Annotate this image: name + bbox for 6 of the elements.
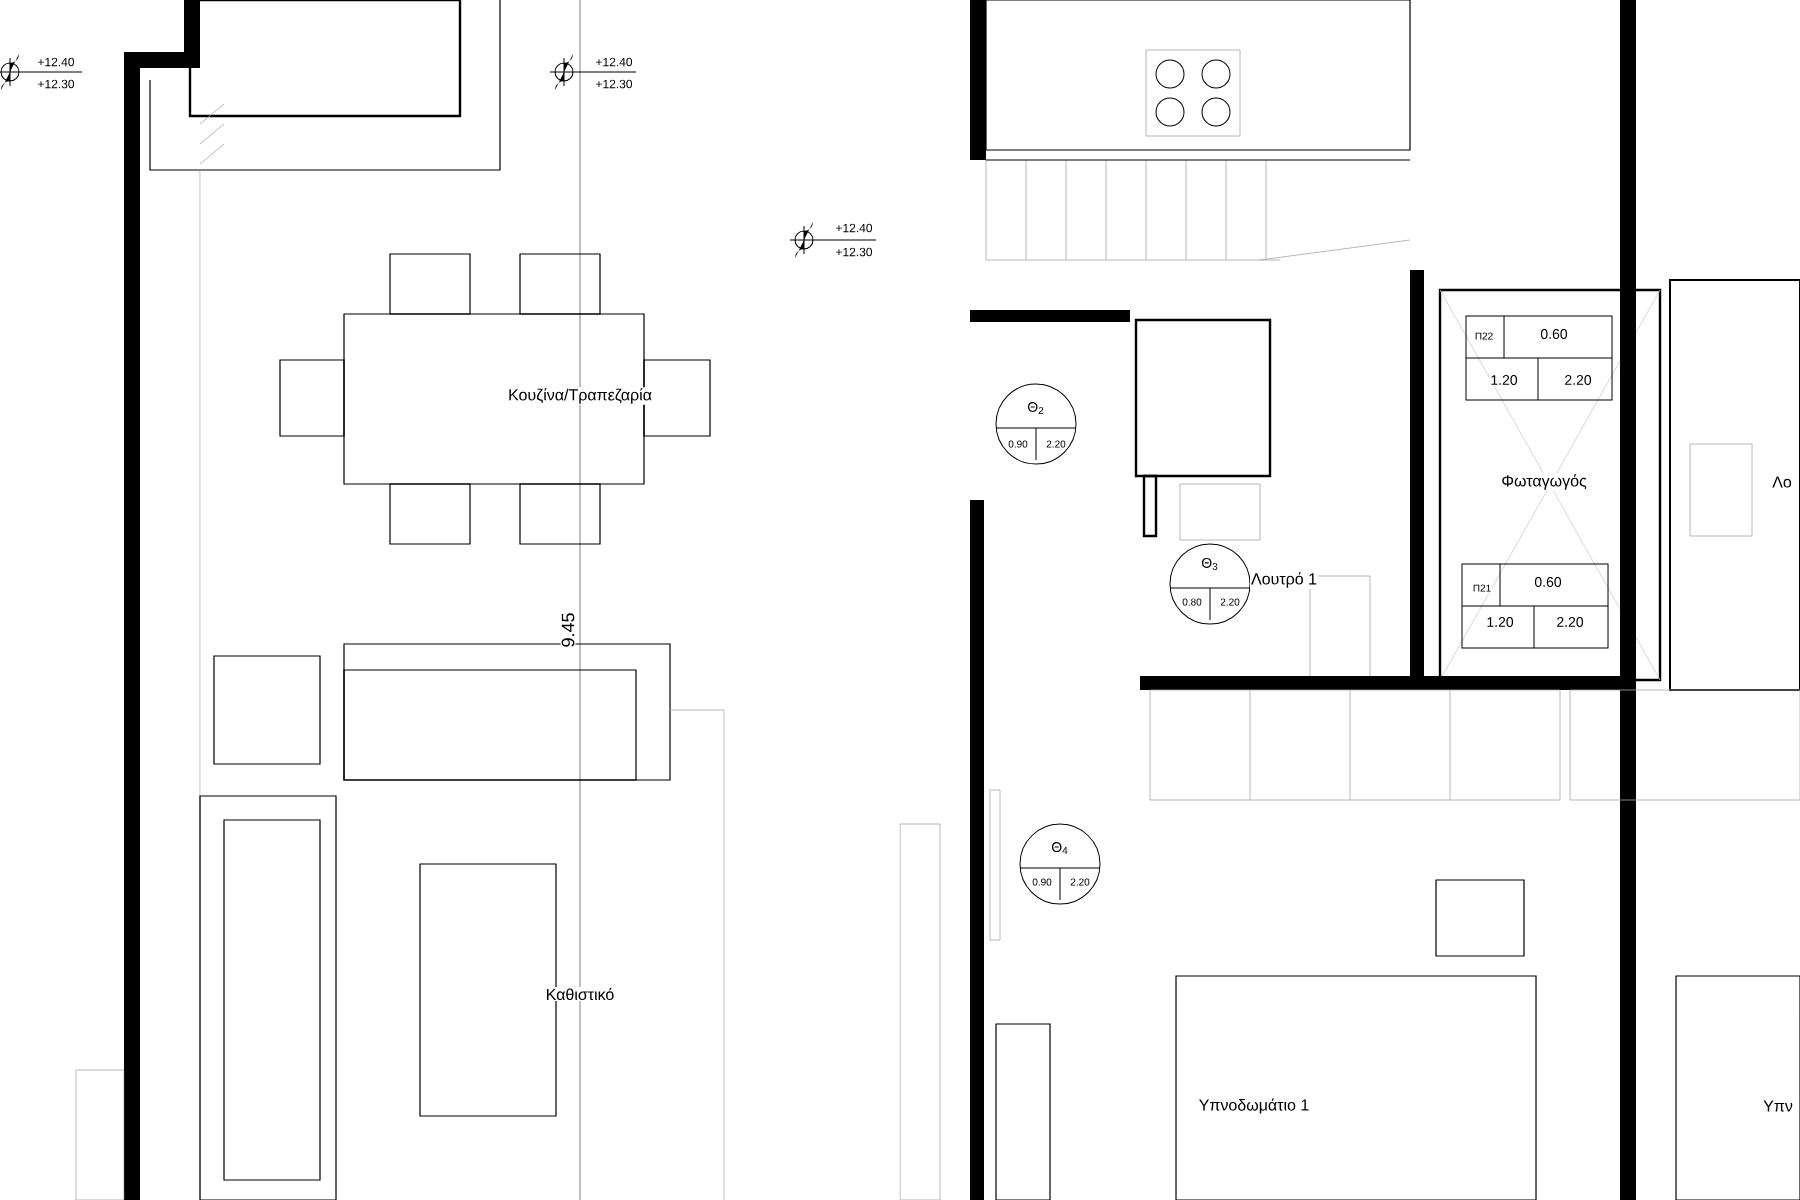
plan-label: Κουζίνα/Τραπεζαρία: [507, 387, 653, 405]
plan-label: Υπνοδωμάτιο 1: [1197, 1097, 1311, 1115]
plan-label: Λο: [1771, 475, 1793, 489]
plan-label: Λουτρό 1: [1250, 571, 1318, 589]
plan-label: Υπν: [1762, 1099, 1794, 1113]
plan-label: Φωταγωγός: [1500, 473, 1588, 491]
